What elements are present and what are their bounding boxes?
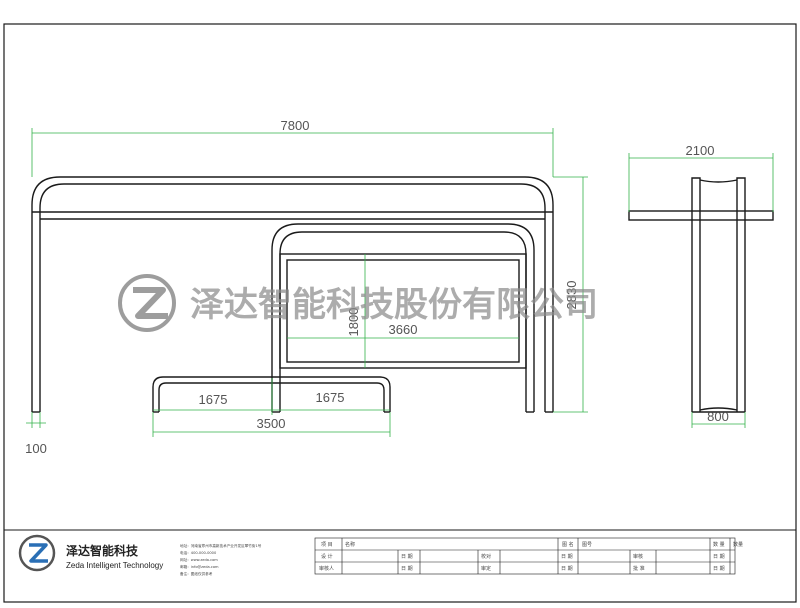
side-roof xyxy=(628,210,774,221)
tb-r3-c2: 日 期 xyxy=(401,566,413,572)
ad-panel-inner xyxy=(286,259,520,363)
tb-r2-c1: 设 计 xyxy=(321,553,333,560)
tb-r3-c4: 日 期 xyxy=(561,566,573,572)
tb-r1-c4: 图号 xyxy=(582,542,592,548)
info-line-5: 备注：图纸仅供参考 xyxy=(180,571,213,576)
title-block: 泽达智能科技 Zeda Intelligent Technology 地址：河南… xyxy=(4,529,796,576)
tb-r1-c1: 项 目 xyxy=(321,542,333,548)
outer-frame xyxy=(31,176,554,412)
dim-seat-left: 1675 xyxy=(199,392,228,407)
ad-panel-outer xyxy=(279,253,527,369)
tb-r2-c2: 日 期 xyxy=(401,554,413,560)
drawing-border xyxy=(3,23,797,603)
tb-r2-c5: 审核 xyxy=(633,553,643,560)
inner-frame-inner xyxy=(279,231,527,412)
dim-inner-panel-height: 1800 xyxy=(346,308,361,337)
dim-side-depth-bottom: 800 xyxy=(707,409,729,424)
dim-seat-right: 1675 xyxy=(316,390,345,405)
tb-r1-c6: 数量 xyxy=(733,541,743,548)
dim-post-width: 100 xyxy=(25,441,47,456)
seat-outer xyxy=(152,376,391,412)
front-dimensions xyxy=(26,128,588,437)
tb-r3-c5: 批 准 xyxy=(633,565,645,572)
tb-r2-c4: 日 期 xyxy=(561,554,573,560)
company-logo-icon xyxy=(18,534,56,572)
dim-side-depth-top: 2100 xyxy=(686,143,715,158)
watermark-text: 泽达智能科技股份有限公司 xyxy=(190,285,598,325)
dim-overall-length: 7800 xyxy=(281,118,310,133)
dim-inner-panel-width: 3660 xyxy=(389,322,418,337)
seat-inner xyxy=(158,382,385,412)
inner-frame-outer xyxy=(271,223,535,412)
tb-r1-c2: 名称 xyxy=(345,541,355,548)
tb-r3-c3: 审定 xyxy=(481,565,491,572)
outer-frame-inner xyxy=(39,183,546,412)
side-view xyxy=(628,177,774,413)
info-line-3: 网址：www.zeda.com xyxy=(180,557,218,562)
side-post-right xyxy=(736,177,746,412)
tb-r2-c3: 校对 xyxy=(481,553,491,560)
dim-overall-height: 2830 xyxy=(564,281,579,310)
title-table xyxy=(314,537,736,575)
info-line-4: 邮箱：info@zeda.com xyxy=(180,564,219,569)
tb-r1-c5: 数 量 xyxy=(713,541,725,548)
tb-r2-c6: 日 期 xyxy=(713,554,725,560)
info-line-1: 地址：河南省郑州市高新技术产业开发区翠竹街1号 xyxy=(180,543,262,548)
company-name-en: Zeda Intelligent Technology xyxy=(66,561,163,570)
side-dimensions xyxy=(628,153,774,428)
watermark: 泽达智能科技股份有限公司 xyxy=(118,274,598,332)
tb-r1-c3: 图 名 xyxy=(562,541,574,548)
company-name-cn: 泽达智能科技 xyxy=(66,543,139,558)
side-post-left xyxy=(691,177,701,412)
tb-r3-c6: 日 期 xyxy=(713,566,725,572)
watermark-logo-icon xyxy=(118,274,176,332)
side-body xyxy=(699,179,738,411)
dim-seat-total: 3500 xyxy=(257,416,286,431)
info-line-2: 电话：400-000-0000 xyxy=(180,550,217,555)
front-view xyxy=(31,176,554,413)
tb-r3-c1: 审核人 xyxy=(319,565,334,572)
